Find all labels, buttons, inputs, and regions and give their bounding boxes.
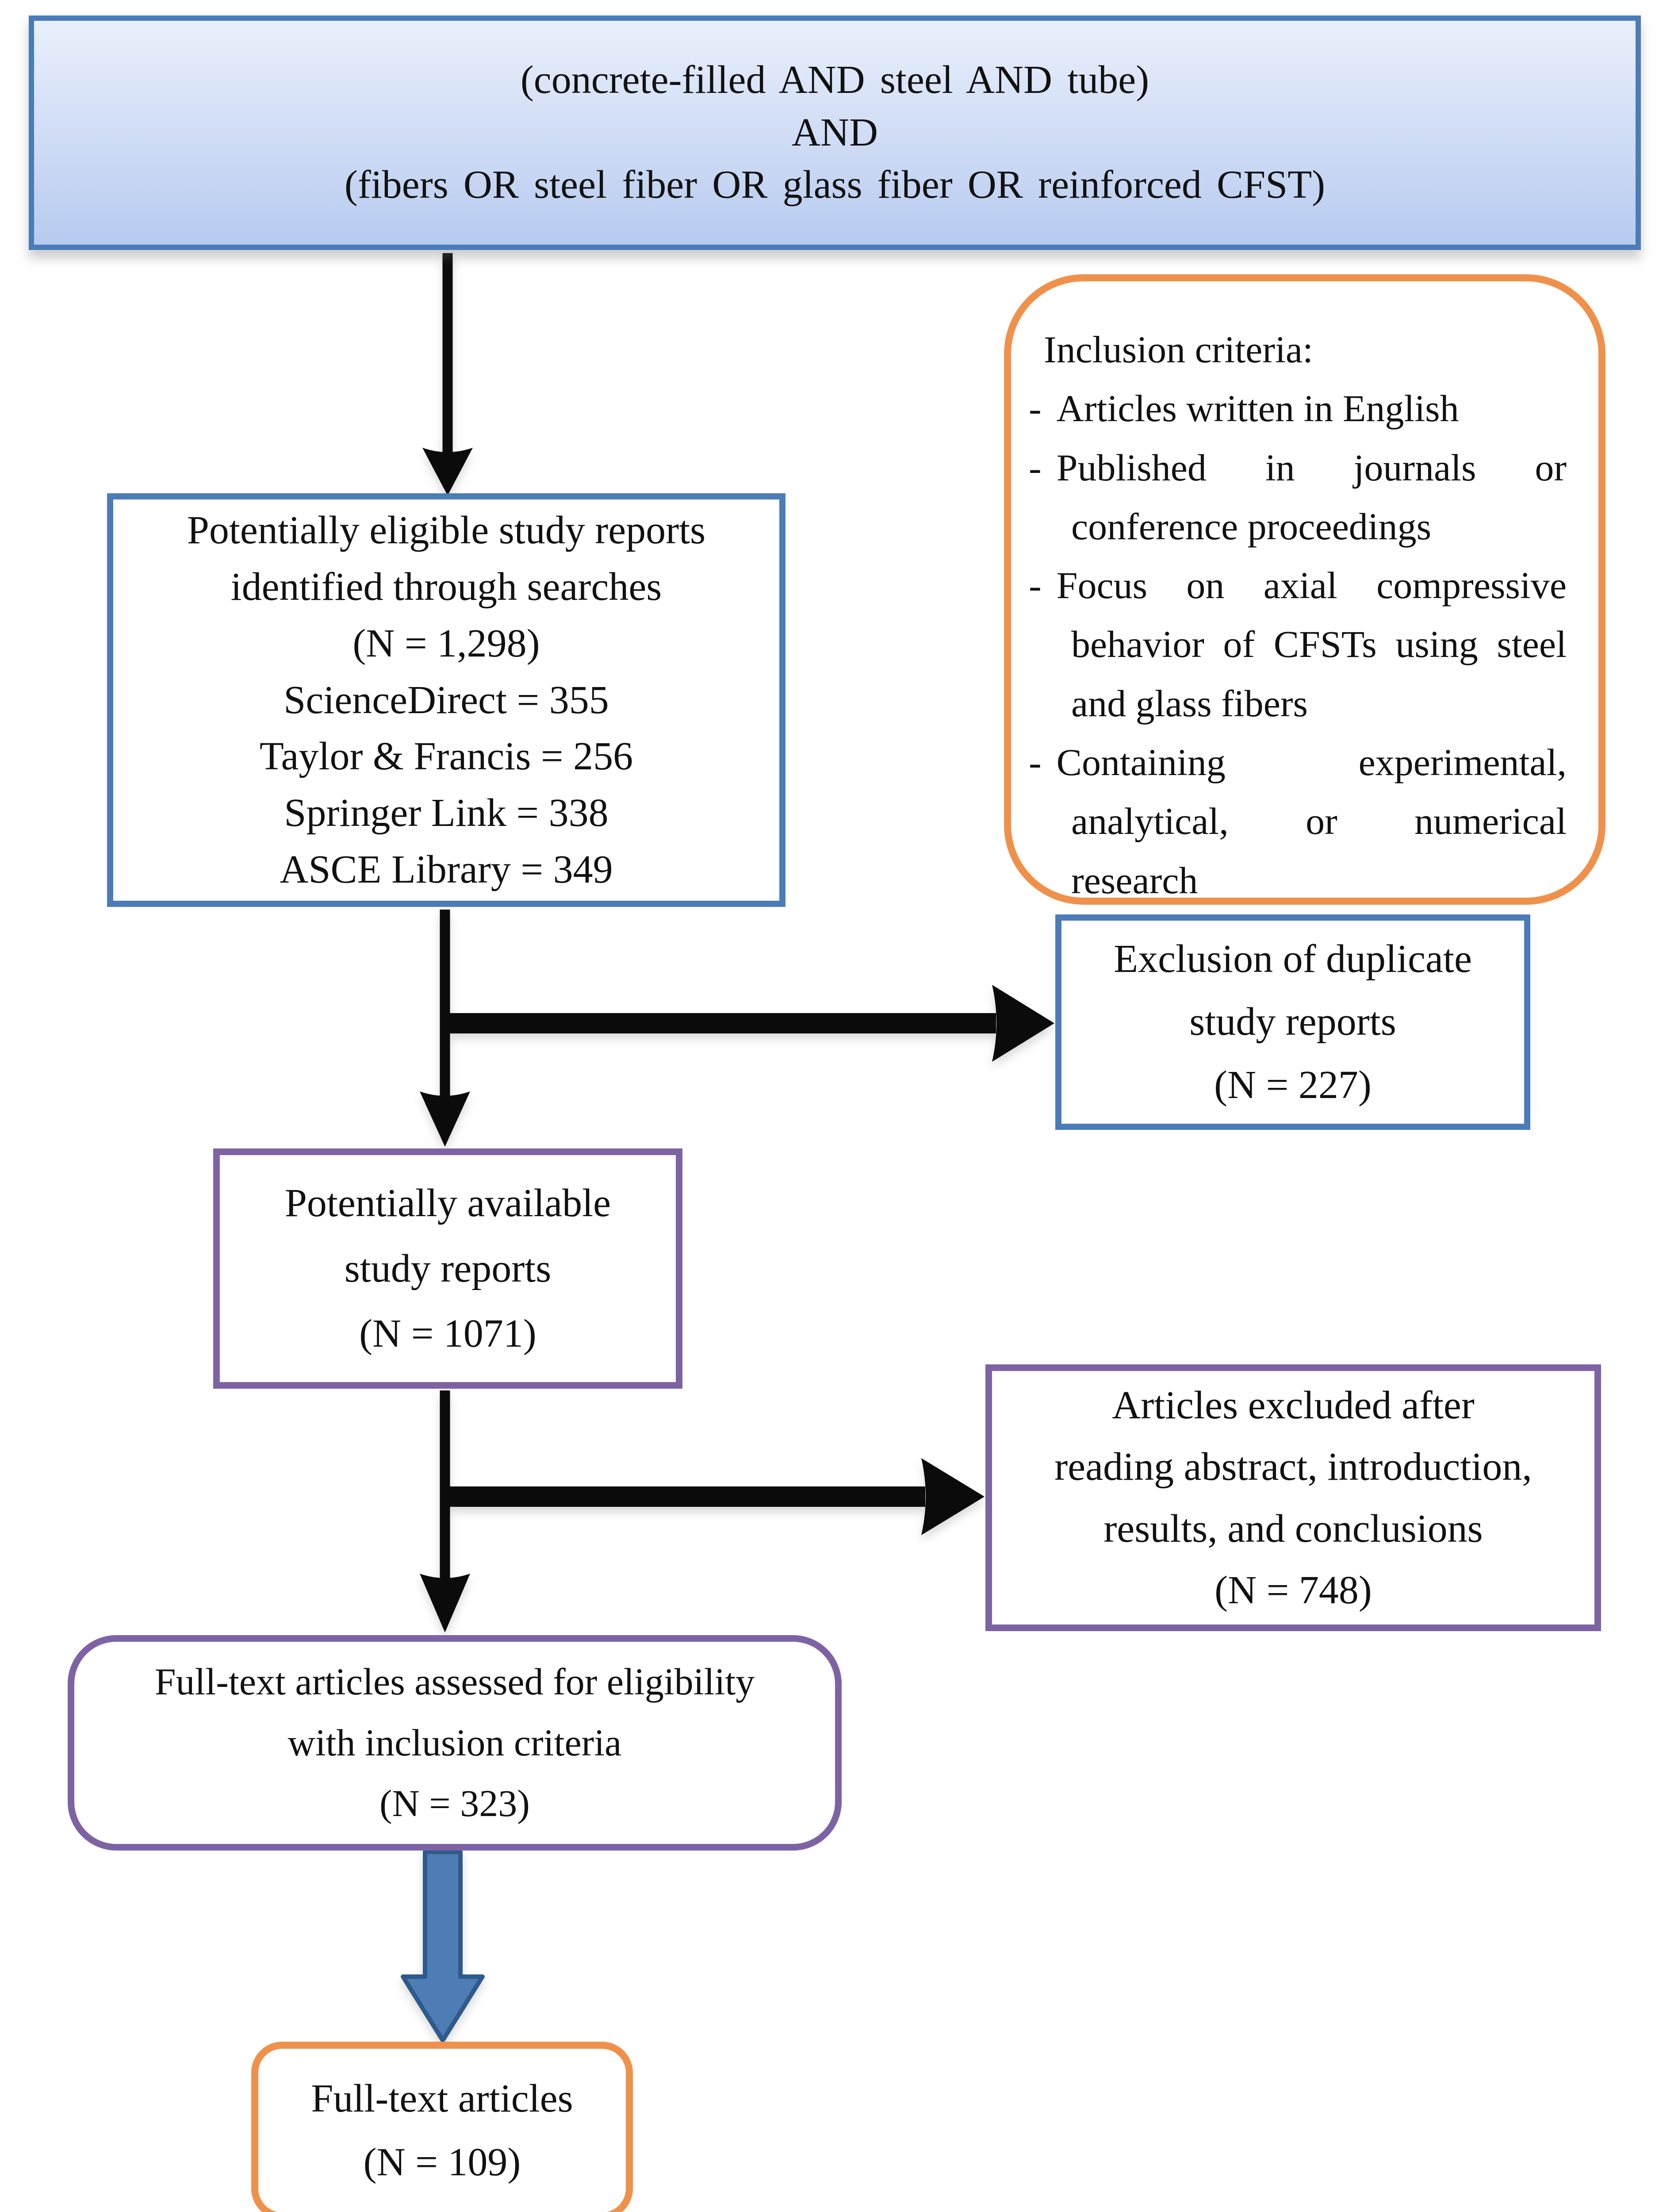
inclusion-criteria-item: -Articles written in English (1029, 379, 1567, 438)
record-count: (N = 323) (379, 1782, 530, 1825)
query-line: (fibers OR steel fiber OR glass fiber OR… (344, 163, 1326, 207)
box-line: study reports (1189, 1000, 1396, 1044)
inclusion-criteria-item-text: Focus on axial compressive behavior of C… (1056, 564, 1567, 725)
box-line: identified through searches (230, 565, 662, 609)
fulltext-articles-box: Full-text articles (N = 109) (251, 2042, 633, 2212)
record-count: (N = 1,298) (352, 621, 540, 665)
inclusion-criteria-item-text: Published in journals or conference proc… (1056, 446, 1567, 548)
source-count: Springer Link = 338 (284, 791, 609, 835)
source-count: ASCE Library = 349 (280, 847, 613, 891)
search-query-box: (concrete-filled AND steel AND tube) AND… (29, 15, 1641, 250)
eligible-reports-box: Potentially eligible study reports ident… (107, 493, 785, 907)
box-line: Exclusion of duplicate (1114, 937, 1472, 981)
inclusion-criteria-item-text: Containing experimental, analytical, or … (1056, 741, 1567, 902)
box-line: reading abstract, introduction, (1054, 1445, 1532, 1489)
box-line: Full-text articles assessed for eligibil… (154, 1660, 755, 1703)
arrow-available-to-assessed-head-icon (420, 1574, 470, 1632)
box-line: Articles excluded after (1112, 1383, 1475, 1427)
source-count: ScienceDirect = 355 (284, 678, 609, 722)
bullet-dash: - (1029, 741, 1042, 784)
query-line: AND (792, 110, 878, 154)
inclusion-criteria-item: -Focus on axial compressive behavior of … (1029, 556, 1567, 733)
box-line: Full-text articles (311, 2077, 573, 2120)
inclusion-criteria-box: Inclusion criteria: -Articles written in… (1004, 274, 1605, 905)
record-count: (N = 227) (1214, 1063, 1372, 1107)
box-line: Potentially eligible study reports (187, 508, 706, 553)
record-count: (N = 109) (363, 2140, 521, 2184)
query-line: (concrete-filled AND steel AND tube) (520, 58, 1149, 102)
arrow-branch-to-exclusion-head-icon (992, 985, 1054, 1062)
box-line: results, and conclusions (1103, 1506, 1483, 1551)
box-line: study reports (344, 1246, 552, 1290)
available-reports-box: Potentially available study reports (N =… (213, 1148, 682, 1389)
arrow-eligible-to-available-head-icon (420, 1091, 470, 1147)
inclusion-criteria-title: Inclusion criteria: (1044, 328, 1313, 371)
thick-blue-arrow-icon (401, 1850, 485, 2043)
bullet-dash: - (1029, 564, 1042, 607)
inclusion-criteria-item-text: Articles written in English (1056, 387, 1459, 430)
record-count: (N = 748) (1215, 1568, 1372, 1612)
arrow-branch-to-excluded-head-icon (921, 1458, 985, 1535)
inclusion-criteria-item: -Published in journals or conference pro… (1029, 438, 1567, 557)
duplicate-exclusion-box: Exclusion of duplicate study reports (N … (1055, 914, 1530, 1130)
inclusion-criteria-item: -Containing experimental, analytical, or… (1029, 733, 1567, 910)
box-line: with inclusion criteria (287, 1721, 622, 1764)
source-count: Taylor & Francis = 256 (259, 734, 633, 779)
articles-excluded-box: Articles excluded after reading abstract… (985, 1364, 1601, 1631)
bullet-dash: - (1029, 387, 1042, 430)
arrow-query-to-eligible-head-icon (422, 448, 473, 495)
fulltext-assessed-box: Full-text articles assessed for eligibil… (68, 1635, 842, 1851)
bullet-dash: - (1029, 446, 1042, 489)
box-line: Potentially available (284, 1181, 611, 1225)
record-count: (N = 1071) (359, 1312, 536, 1356)
